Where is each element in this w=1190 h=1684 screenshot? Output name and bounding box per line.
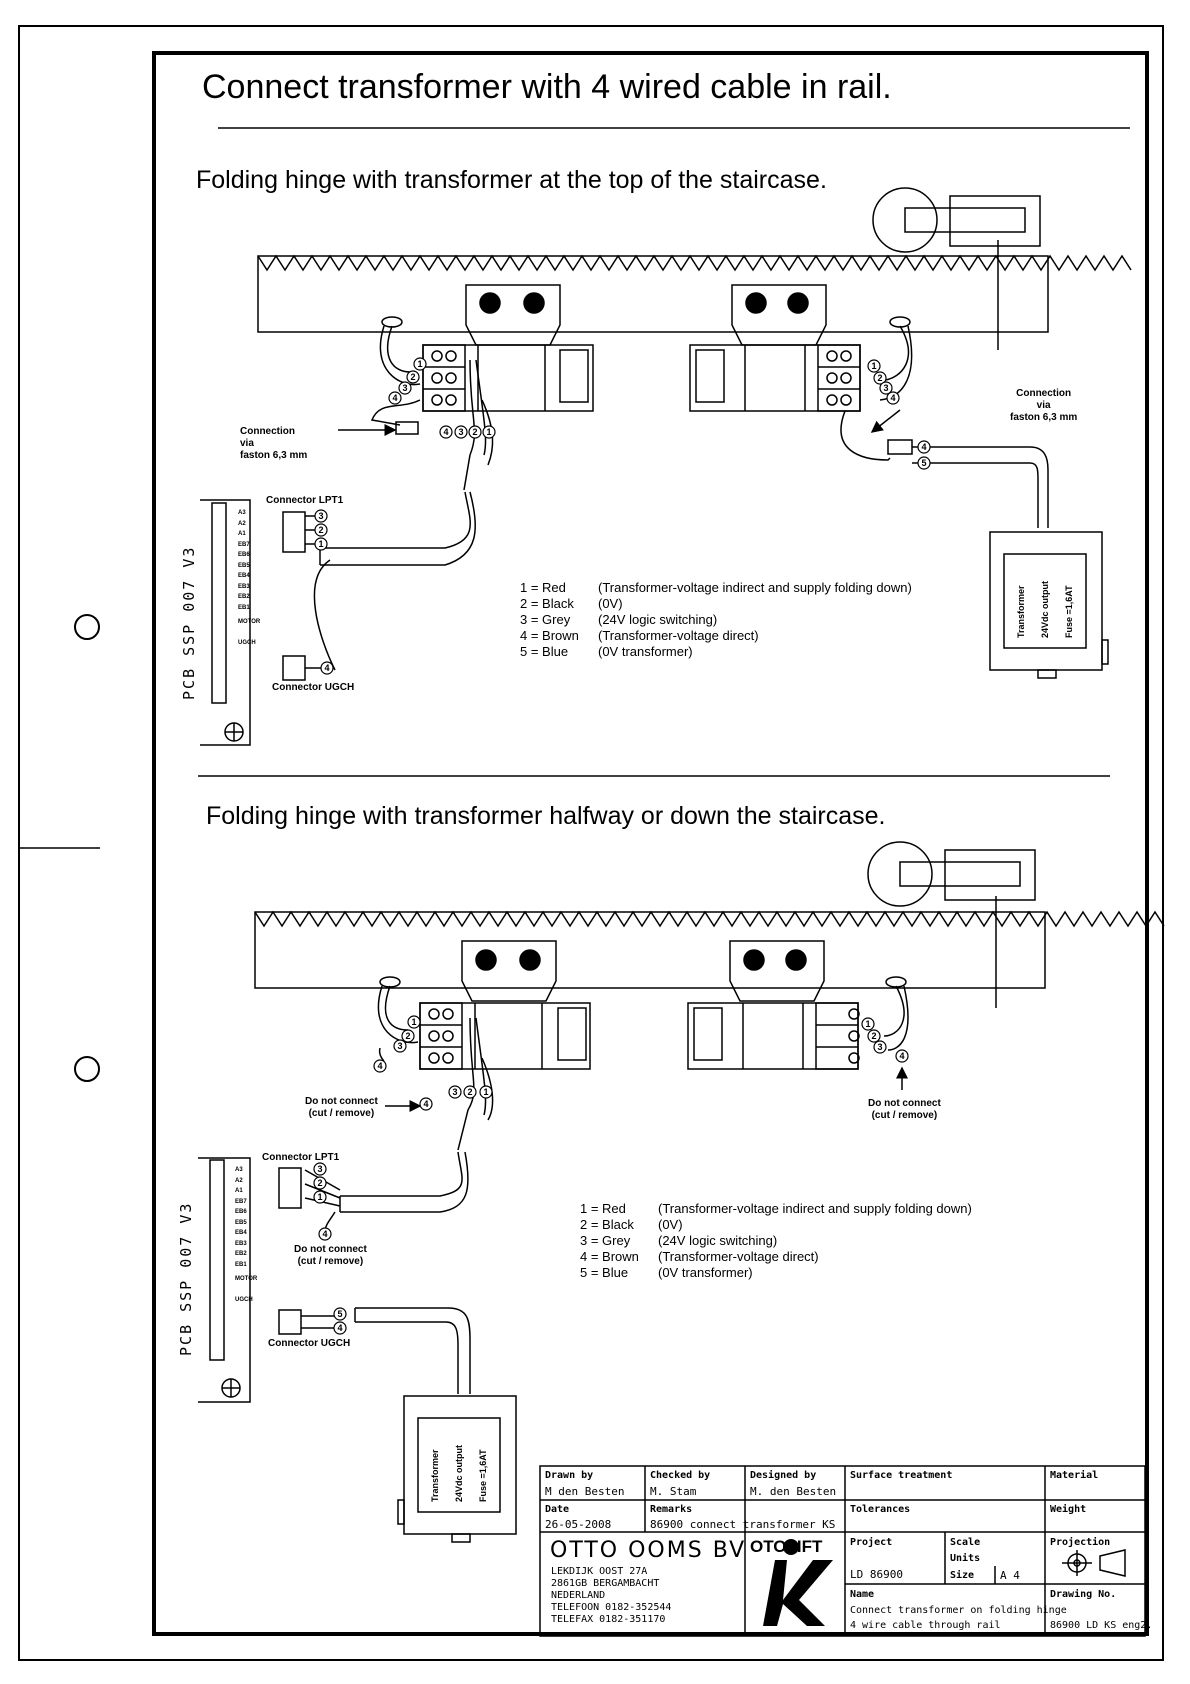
svg-text:3: 3 [452, 1087, 457, 1097]
svg-text:4: 4 [443, 427, 448, 437]
projection-label: Projection [1050, 1537, 1111, 1548]
svg-text:5: 5 [921, 458, 926, 468]
svg-text:1: 1 [318, 539, 323, 549]
do-not-connect-label: Do not connect (cut / remove) [294, 1244, 367, 1267]
svg-text:2: 2 [318, 525, 323, 535]
weight-label: Weight [1050, 1504, 1087, 1515]
faston-label-left: Connection via faston 6,3 mm [240, 426, 308, 461]
do-not-connect-label: Do not connect (cut / remove) [868, 1098, 941, 1121]
svg-text:3: 3 [883, 383, 888, 393]
project-value: LD 86900 [850, 1568, 903, 1581]
svg-text:4: 4 [899, 1051, 904, 1061]
section-bottom-heading: Folding hinge with transformer halfway o… [206, 802, 886, 830]
svg-text:2: 2 [871, 1031, 876, 1041]
svg-text:1: 1 [411, 1017, 416, 1027]
transformer-fuse: Fuse =1,6AT [1064, 585, 1074, 638]
svg-text:4: 4 [423, 1099, 428, 1109]
sheet-border [18, 25, 1164, 1661]
connector-ugch-label: Connector UGCH [268, 1338, 351, 1349]
svg-text:1: 1 [871, 361, 876, 371]
svg-text:4: 4 [890, 393, 895, 403]
transformer-fuse: Fuse =1,6AT [478, 1449, 488, 1502]
remarks-label: Remarks [650, 1504, 693, 1515]
svg-text:4: 4 [392, 393, 397, 403]
drawn-by-value: M den Besten [545, 1485, 625, 1498]
svg-text:4: 4 [322, 1229, 327, 1239]
size-value: A 4 [1000, 1569, 1020, 1582]
page-title: Connect transformer with 4 wired cable i… [202, 68, 892, 106]
date-label: Date [545, 1504, 570, 1515]
transformer-output: 24Vdc output [1040, 580, 1050, 638]
svg-text:2: 2 [317, 1178, 322, 1188]
faston-label-right: Connection via faston 6,3 mm [1010, 388, 1078, 423]
otolift-logo: OTOLIFT [750, 1537, 823, 1556]
name-label: Name [850, 1589, 875, 1600]
pcb-label: PCB SSP 007 V3 [177, 1201, 195, 1356]
svg-text:5: 5 [337, 1309, 342, 1319]
drawn-by-label: Drawn by [545, 1470, 594, 1481]
svg-text:4: 4 [337, 1323, 342, 1333]
transformer-label: Transformer [1016, 585, 1026, 638]
company-name: OTTO OOMS BV [550, 1538, 747, 1563]
punch-hole [74, 1056, 100, 1082]
drawing-name-line1: Connect transformer on folding hinge [850, 1605, 1067, 1616]
units-label: Units [950, 1553, 981, 1564]
pcb-label: PCB SSP 007 V3 [180, 545, 198, 700]
scale-label: Scale [950, 1537, 981, 1548]
transformer-label: Transformer [430, 1449, 440, 1502]
transformer-output: 24Vdc output [454, 1444, 464, 1502]
connector-lpt1-label: Connector LPT1 [266, 495, 344, 506]
svg-text:1: 1 [317, 1192, 322, 1202]
svg-text:3: 3 [877, 1042, 882, 1052]
material-label: Material [1050, 1470, 1099, 1481]
checked-by-label: Checked by [650, 1470, 711, 1481]
connector-lpt1-label: Connector LPT1 [262, 1152, 340, 1163]
drawing-name-line2: 4 wire cable through rail [850, 1620, 1001, 1631]
designed-by-value: M. den Besten [750, 1485, 837, 1498]
svg-text:3: 3 [402, 383, 407, 393]
svg-text:1: 1 [483, 1087, 488, 1097]
project-label: Project [850, 1537, 893, 1548]
svg-text:2: 2 [472, 427, 477, 437]
svg-text:4: 4 [324, 663, 329, 673]
drawing-no-value: 86900 LD KS eng2. [1050, 1620, 1153, 1631]
punch-hole [74, 614, 100, 640]
section-top-heading: Folding hinge with transformer at the to… [196, 166, 827, 194]
surface-treatment-label: Surface treatment [850, 1470, 953, 1481]
svg-text:3: 3 [397, 1041, 402, 1051]
svg-text:1: 1 [486, 427, 491, 437]
legend-bottom: 1 = Red(Transformer-voltage indirect and… [580, 1201, 972, 1280]
designed-by-label: Designed by [750, 1470, 817, 1481]
drawing-border [152, 51, 1149, 1636]
svg-text:2: 2 [405, 1031, 410, 1041]
svg-text:3: 3 [458, 427, 463, 437]
legend-top: 1 = Red(Transformer-voltage indirect and… [520, 580, 912, 659]
tolerances-label: Tolerances [850, 1504, 911, 1515]
svg-text:2: 2 [467, 1087, 472, 1097]
svg-text:2: 2 [410, 372, 415, 382]
svg-text:1: 1 [865, 1019, 870, 1029]
svg-text:4: 4 [921, 442, 926, 452]
svg-text:3: 3 [318, 511, 323, 521]
connector-ugch-label: Connector UGCH [272, 682, 355, 693]
date-value: 26-05-2008 [545, 1518, 612, 1531]
do-not-connect-label: Do not connect (cut / remove) [305, 1096, 378, 1119]
svg-text:3: 3 [317, 1164, 322, 1174]
svg-text:1: 1 [417, 359, 422, 369]
checked-by-value: M. Stam [650, 1485, 697, 1498]
drawing-no-label: Drawing No. [1050, 1589, 1117, 1600]
svg-text:2: 2 [877, 373, 882, 383]
remarks-value: 86900 connect transformer KS [650, 1518, 836, 1531]
svg-text:4: 4 [377, 1061, 382, 1071]
size-label: Size [950, 1570, 975, 1581]
